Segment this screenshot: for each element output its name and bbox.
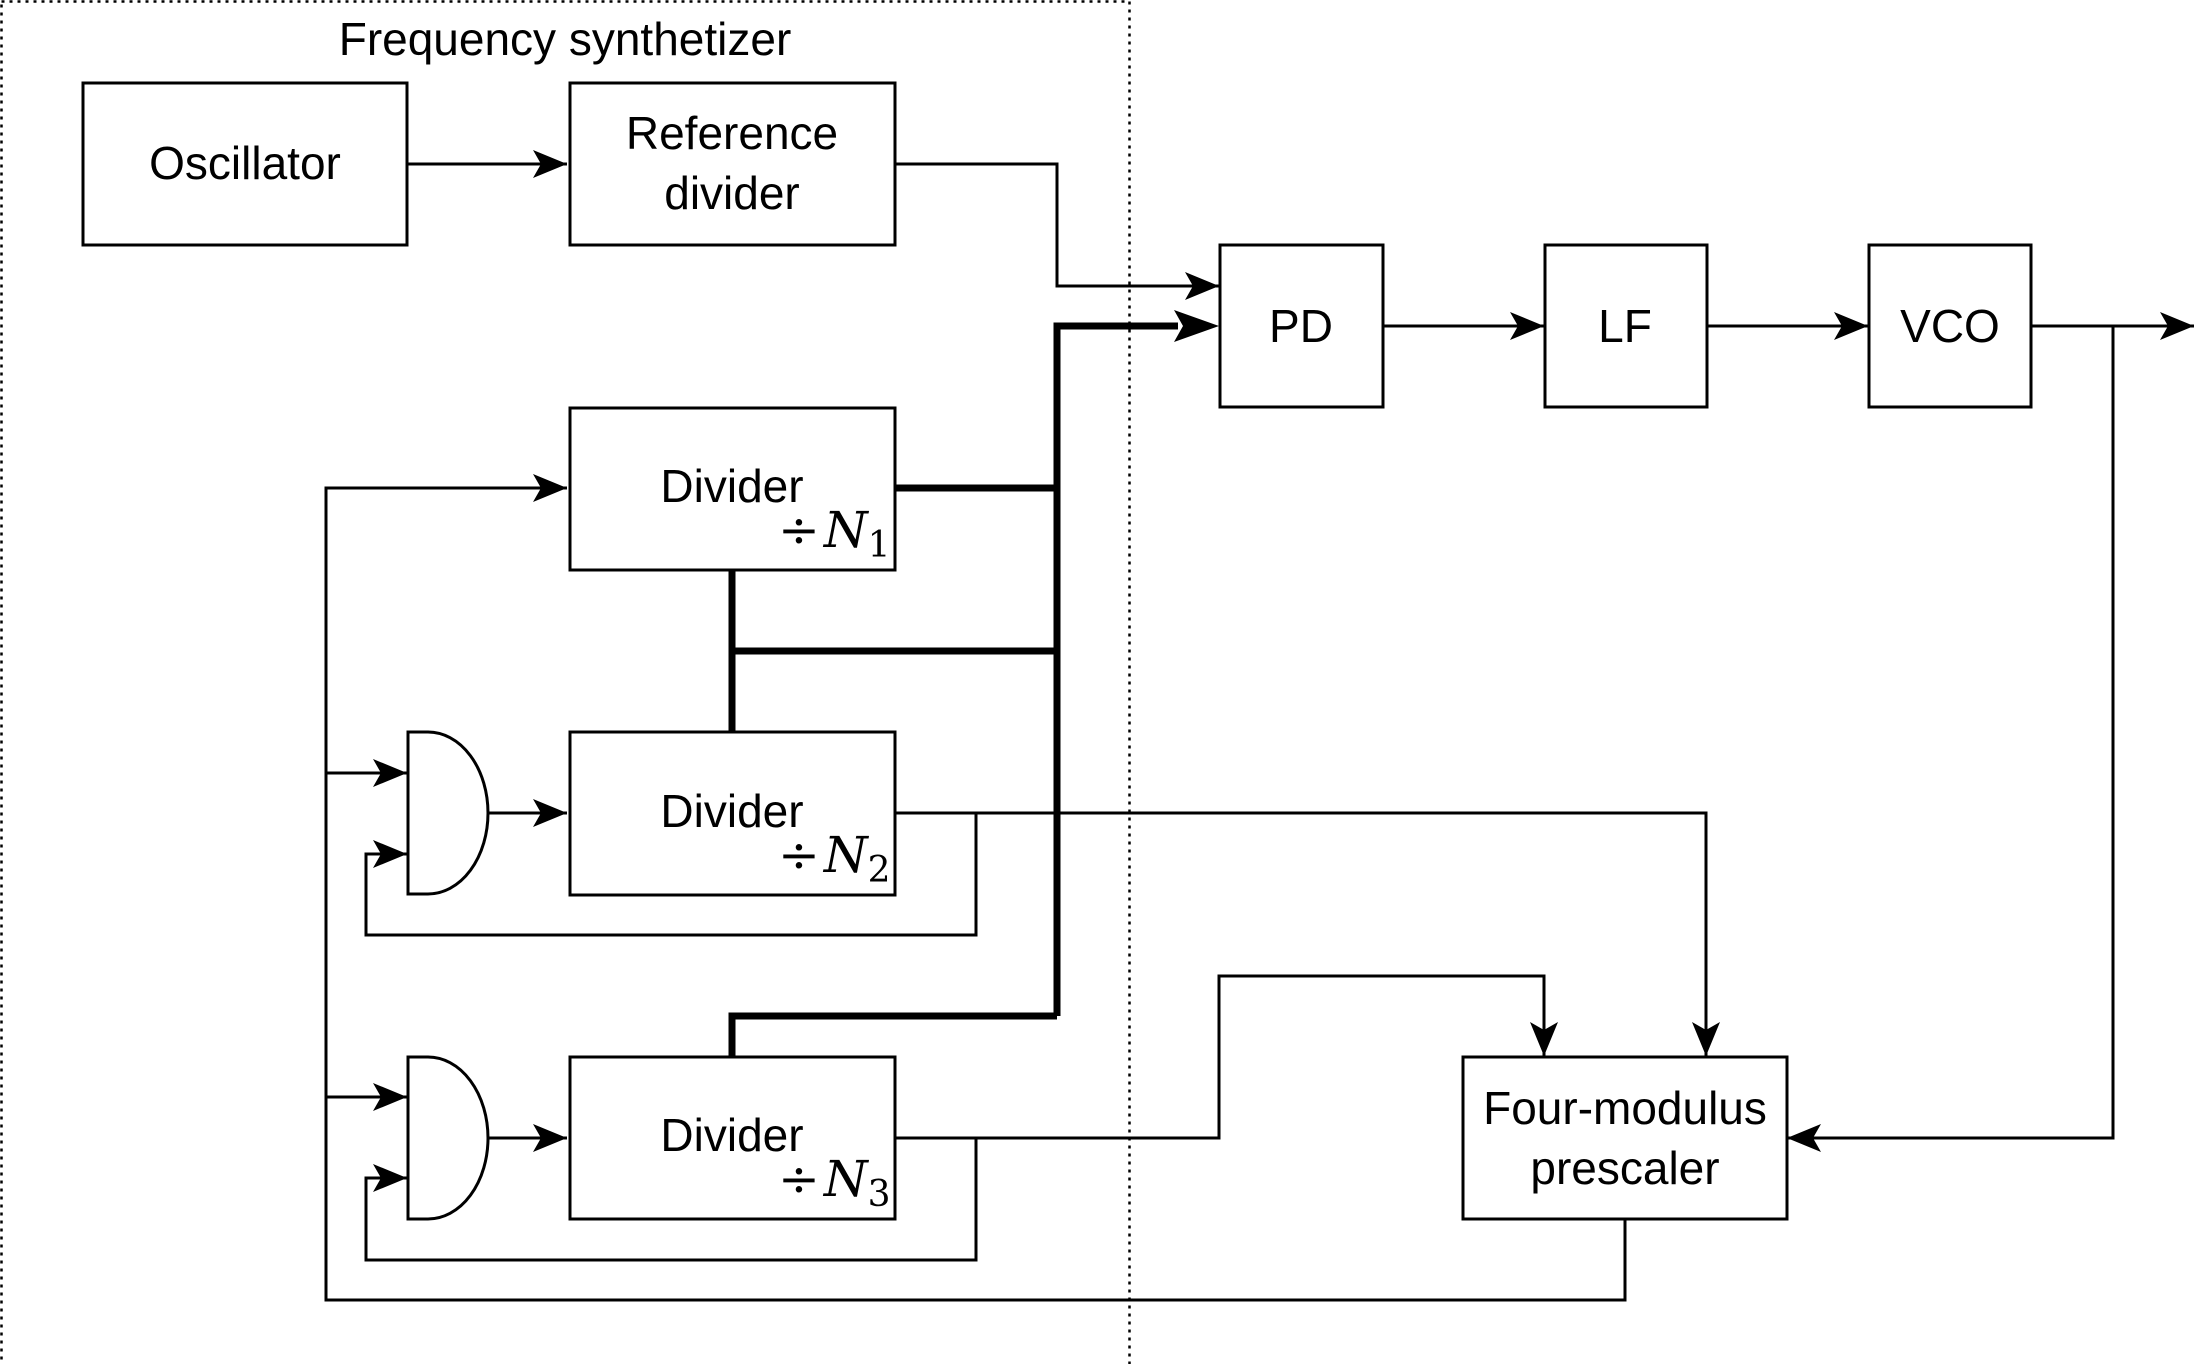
bus-n3 (728, 1012, 1057, 1057)
vco-block: VCO (1867, 243, 2033, 409)
vco-label: VCO (1900, 300, 2000, 352)
divider-n1-label: Divider (660, 460, 803, 512)
pd-label: PD (1269, 300, 1333, 352)
prescaler-label-line2: prescaler (1530, 1142, 1719, 1194)
prescaler-block: Four-modulus prescaler (1461, 1055, 1789, 1221)
divider-n1-ratio: ÷N1 (778, 501, 891, 566)
wire-refdiv-to-pd (895, 162, 1219, 300)
wire-prescaler-feedback (324, 474, 1627, 1302)
bus-main (1053, 322, 1178, 1016)
wire-n3-to-prescaler (895, 974, 1558, 1140)
oscillator-label: Oscillator (149, 137, 341, 189)
oscillator-block: Oscillator (81, 81, 409, 247)
frame-title: Frequency synthetizer (339, 13, 792, 65)
divider-n1-block: Divider ÷N1 (568, 406, 897, 572)
bus-arrowhead (1174, 310, 1219, 342)
bus-n1-n2 (728, 569, 1057, 655)
divider-n2-block: Divider ÷N2 (568, 730, 897, 897)
loop-filter-block: LF (1543, 243, 1709, 409)
phase-detector-block: PD (1218, 243, 1385, 409)
and-gate-n2 (406, 730, 490, 896)
wire-n3-loop-to-gate3 (364, 1138, 978, 1262)
divider-bus (728, 310, 1219, 1057)
divider-n3-block: Divider ÷N3 (568, 1055, 897, 1221)
wire-n2-to-prescaler (895, 811, 1720, 1056)
frequency-synthesizer-frame (0, 0, 1131, 1364)
divider-n3-label: Divider (660, 1109, 803, 1161)
wire-vco-to-prescaler (1787, 326, 2115, 1152)
divider-n2-ratio: ÷N2 (778, 826, 891, 891)
reference-divider-label-line1: Reference (626, 107, 838, 159)
wire-n2-loop-to-gate2 (364, 813, 978, 937)
prescaler-label-line1: Four-modulus (1483, 1082, 1767, 1134)
divider-n3-ratio: ÷N3 (778, 1150, 891, 1215)
reference-divider-block: Reference divider (568, 81, 897, 247)
divider-n2-label: Divider (660, 785, 803, 837)
lf-label: LF (1598, 300, 1652, 352)
and-gate-n3 (406, 1055, 490, 1221)
signal-wires (324, 150, 2194, 1302)
reference-divider-label-line2: divider (664, 167, 800, 219)
